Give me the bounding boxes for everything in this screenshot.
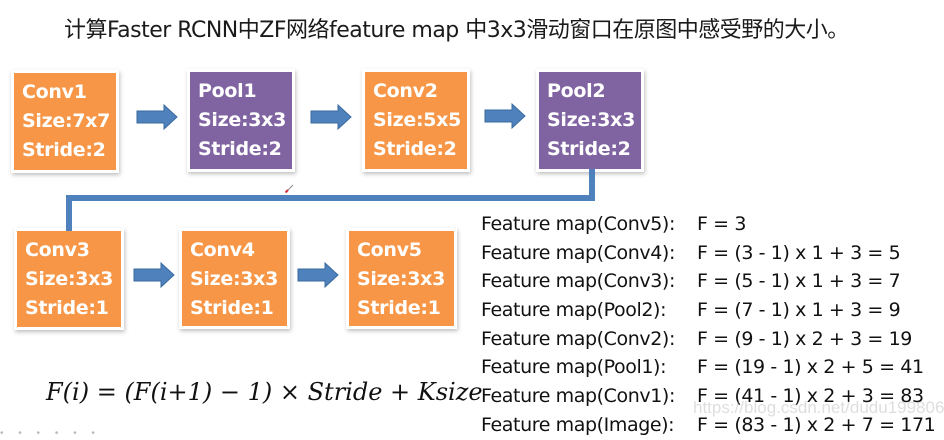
layer-size: Size:5x5 <box>373 109 462 131</box>
layer-name: Conv3 <box>25 239 90 261</box>
feature-map-label: Feature map(Pool2): <box>481 299 667 322</box>
feature-map-row: Feature map(Conv2): F = (9 - 1) x 2 + 3 =… <box>481 325 935 354</box>
layer-name: Conv1 <box>22 81 87 103</box>
slide-nav-dots: • • • • • • <box>0 428 101 439</box>
right-arrow-icon <box>484 102 526 130</box>
layer-stride: Stride:2 <box>198 138 282 160</box>
feature-map-label: Feature map(Pool1): <box>481 356 667 379</box>
feature-map-label: Feature map(Conv3): <box>481 270 675 293</box>
feature-map-label: Feature map(Conv2): <box>481 327 675 350</box>
receptive-field-formula: F(i) = (F(i+1) − 1) × Stride + Ksize <box>46 378 483 406</box>
layer-stride: Stride:1 <box>25 297 109 319</box>
feature-map-equation: F = (3 - 1) x 1 + 3 = 5 <box>697 241 901 264</box>
layer-stride: Stride:2 <box>373 138 457 160</box>
feature-map-equation: F = (19 - 1) x 2 + 5 = 41 <box>697 356 924 379</box>
formula-times: × <box>272 378 308 406</box>
feature-map-row: Feature map(Conv3): F = (5 - 1) x 1 + 3 =… <box>481 267 935 296</box>
formula-lhs: F(i) <box>46 378 90 406</box>
feature-map-label: Feature map(Conv4): <box>481 241 675 264</box>
layer-box-conv1: Conv1 Size:7x7 Stride:2 <box>14 73 116 170</box>
feature-map-row: Feature map(Image): F = (83 - 1) x 2 + 7 … <box>481 411 936 440</box>
pen-cursor-icon <box>284 184 294 194</box>
connector-line-horizontal <box>66 195 595 201</box>
layer-size: Size:3x3 <box>25 268 114 290</box>
feature-map-label: Feature map(Conv5): <box>481 213 675 235</box>
page-title: 计算Faster RCNN中ZF网络feature map 中3x3滑动窗口在原… <box>64 18 849 43</box>
feature-map-equation: F = 3 <box>697 213 747 235</box>
layer-size: Size:7x7 <box>22 110 111 132</box>
feature-map-row: Feature map(Conv5): F = 3 <box>481 210 935 239</box>
connector-line-vertical-pool2 <box>589 169 595 201</box>
formula-equals: = <box>89 378 125 406</box>
feature-map-equation: F = (41 - 1) x 2 + 3 = 83 <box>697 385 924 408</box>
layer-name: Pool2 <box>547 80 606 102</box>
layer-name: Conv4 <box>190 239 255 261</box>
layer-box-conv3: Conv3 Size:3x3 Stride:1 <box>17 231 121 327</box>
right-arrow-icon <box>297 261 339 289</box>
formula-plus: + <box>382 378 418 406</box>
right-arrow-icon <box>310 103 352 131</box>
watermark: https://blog.csdn.net/dudu199806 <box>693 398 944 417</box>
feature-map-row: Feature map(Pool1): F = (19 - 1) x 2 + 5 … <box>481 353 935 382</box>
feature-map-row: Feature map(Conv1): F = (41 - 1) x 2 + 3 … <box>481 382 935 411</box>
layer-box-conv4: Conv4 Size:3x3 Stride:1 <box>182 231 287 326</box>
formula-stride: Stride <box>307 378 383 406</box>
feature-map-equation: F = (83 - 1) x 2 + 7 = 171 <box>697 413 936 436</box>
layer-box-conv2: Conv2 Size:5x5 Stride:2 <box>365 72 467 169</box>
layer-name: Pool1 <box>198 80 257 102</box>
layer-size: Size:3x3 <box>190 268 279 290</box>
feature-map-equation: F = (7 - 1) x 1 + 3 = 9 <box>697 299 901 322</box>
layer-stride: Stride:2 <box>22 139 106 161</box>
layer-box-pool2: Pool2 Size:3x3 Stride:2 <box>539 72 641 169</box>
feature-map-label: Feature map(Conv1): <box>481 385 675 408</box>
layer-stride: Stride:1 <box>357 297 441 319</box>
layer-stride: Stride:1 <box>190 297 274 319</box>
layer-size: Size:3x3 <box>357 268 446 290</box>
right-arrow-icon <box>136 103 178 131</box>
feature-map-equation: F = (9 - 1) x 2 + 3 = 19 <box>697 327 912 350</box>
layer-box-pool1: Pool1 Size:3x3 Stride:2 <box>190 72 292 169</box>
layer-size: Size:3x3 <box>547 109 636 131</box>
connector-line-vertical-conv3 <box>66 195 72 231</box>
feature-map-row: Feature map(Conv4): F = (3 - 1) x 1 + 3 =… <box>481 239 935 268</box>
feature-map-row: Feature map(Pool2): F = (7 - 1) x 1 + 3 =… <box>481 296 935 325</box>
feature-map-list: Feature map(Conv5): F = 3 Feature map(Con… <box>481 210 936 440</box>
feature-map-equation: F = (5 - 1) x 1 + 3 = 7 <box>697 270 901 293</box>
layer-size: Size:3x3 <box>198 109 287 131</box>
layer-stride: Stride:2 <box>547 138 631 160</box>
formula-ksize: Ksize <box>417 378 483 406</box>
feature-map-label: Feature map(Image): <box>481 413 675 436</box>
right-arrow-icon <box>133 261 175 289</box>
layer-name: Conv2 <box>373 80 438 102</box>
layer-name: Conv5 <box>357 239 422 261</box>
layer-box-conv5: Conv5 Size:3x3 Stride:1 <box>349 231 454 326</box>
formula-inner: (F(i+1) − 1) <box>124 378 273 406</box>
